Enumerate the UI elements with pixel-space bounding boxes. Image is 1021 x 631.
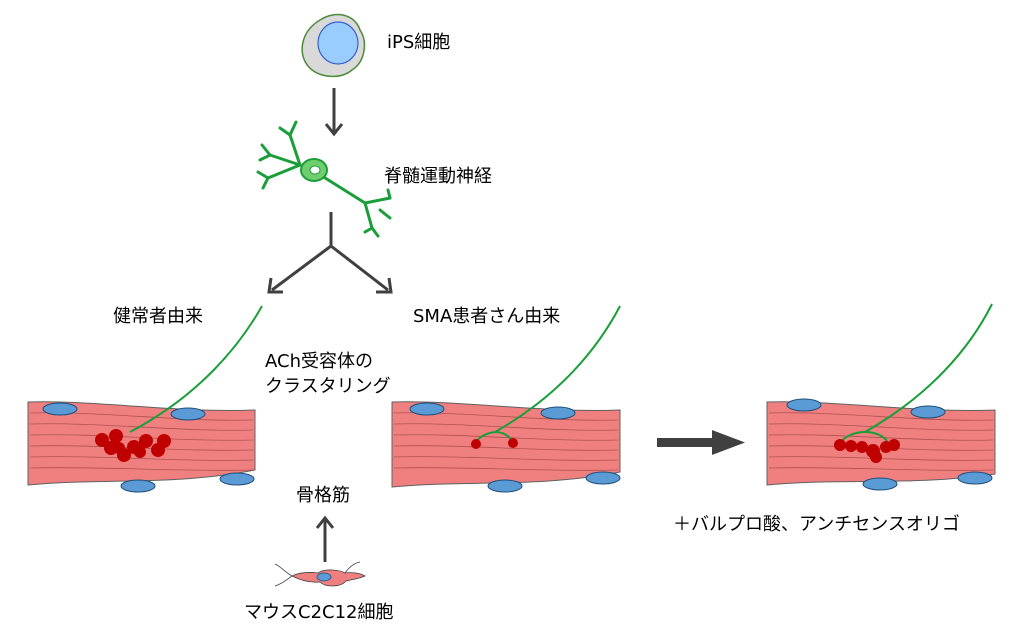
mouse-cell-label: マウスC2C12細胞 <box>244 602 394 623</box>
ach-receptor-label-line1: ACh受容体の <box>265 351 373 372</box>
c2c12-cell-icon <box>274 561 366 587</box>
healthy-origin-label: 健常者由来 <box>113 306 203 327</box>
skeletal-muscle-label: 骨格筋 <box>296 485 350 506</box>
healthy-ach-receptor-clusters <box>95 429 171 462</box>
sma-muscle <box>391 401 621 493</box>
ips-cell-icon <box>301 13 366 78</box>
arrow-ips-to-neuron <box>324 88 344 137</box>
ach-receptor-label-line2: クラスタリング <box>265 376 391 397</box>
treated-ach-receptor-clusters <box>834 439 900 463</box>
treated-muscle <box>766 398 996 491</box>
neuron-soma-icon <box>300 158 328 182</box>
ips-cell-label: iPS細胞 <box>387 32 451 53</box>
motor-neuron-label: 脊髄運動神経 <box>384 166 492 187</box>
healthy-nerve <box>129 305 263 433</box>
arrow-mouse-to-muscle <box>315 515 335 562</box>
motor-neuron-icon <box>256 120 392 238</box>
sma-ach-receptor-clusters <box>471 438 518 449</box>
sma-origin-label: SMA患者さん由来 <box>413 306 561 327</box>
split-arrow <box>267 212 393 294</box>
treatment-label: ＋バルプロ酸、アンチセンスオリゴ <box>673 514 960 535</box>
treatment-arrow <box>657 430 745 455</box>
